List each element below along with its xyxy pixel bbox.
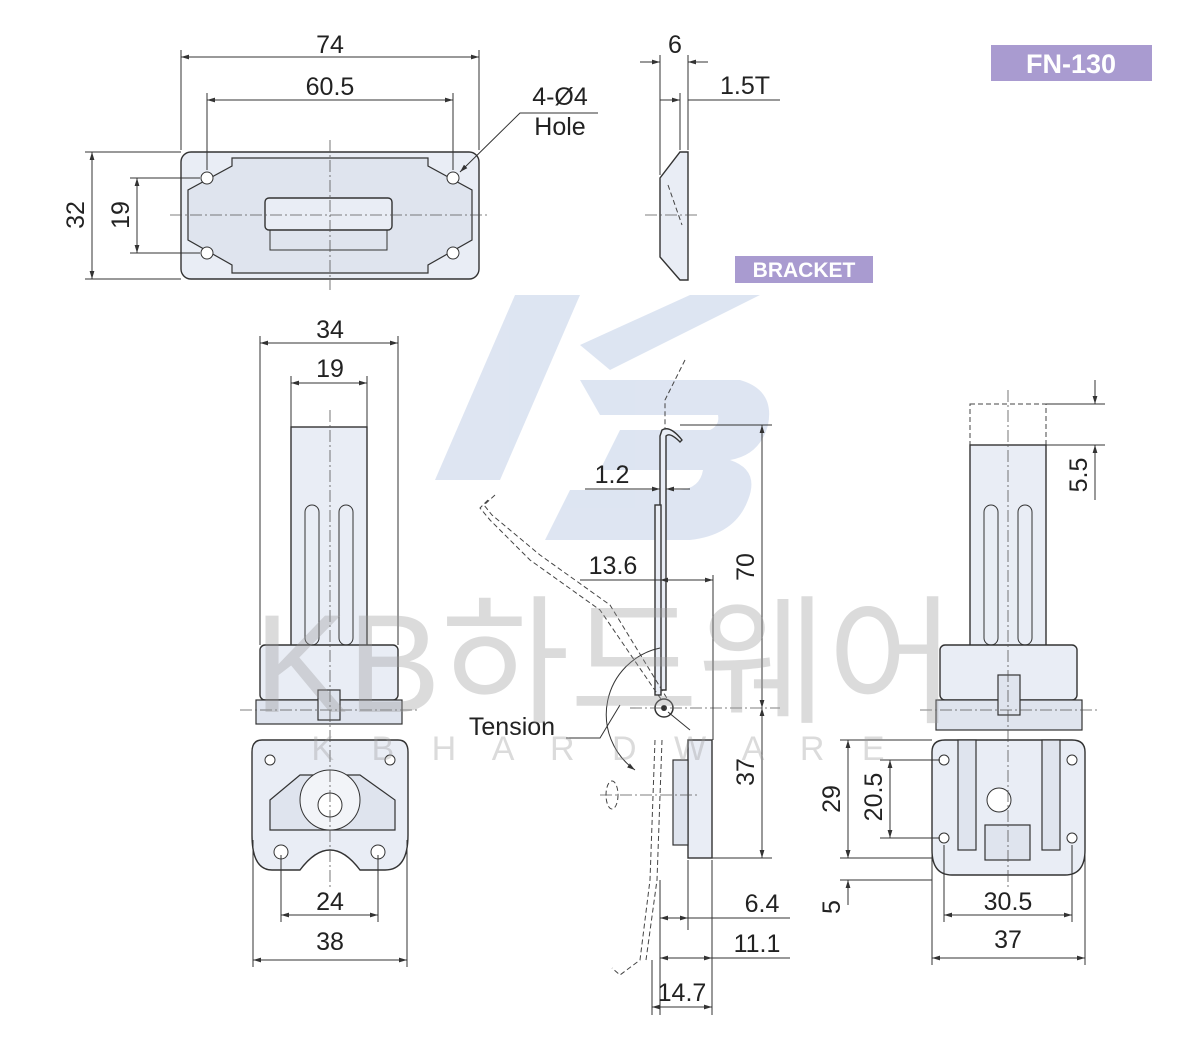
watermark-brand-english: K B H A R D W A R E <box>311 730 898 768</box>
dim-d1: 6.4 <box>745 890 780 918</box>
dim-slot-width: 19 <box>316 355 344 383</box>
dim-width-rear: 37 <box>994 926 1022 954</box>
mounting-hole <box>200 171 460 260</box>
dim-thickness: 1.2 <box>595 461 630 489</box>
watermark-brand-korean: KB하드웨어 <box>254 585 956 742</box>
dim-bracket-depth: 6 <box>668 31 682 59</box>
bracket-side-view: 6 1.5T <box>640 31 780 281</box>
dim-hole-pitch-y-rear: 20.5 <box>860 773 888 822</box>
dim-lower-length: 37 <box>732 758 760 786</box>
bracket-label: BRACKET <box>753 259 856 282</box>
dim-height: 32 <box>62 201 90 229</box>
dim-d2: 11.1 <box>734 930 781 958</box>
model-code: FN-130 <box>1026 49 1116 79</box>
dim-strip-width: 34 <box>316 316 344 344</box>
dim-bottom-offset: 5 <box>818 900 846 914</box>
latch-side-view: Tension 1.2 13.6 70 37 6.4 11.1 14.7 <box>469 359 790 1015</box>
model-badge: FN-130 <box>991 45 1152 81</box>
dim-hole-pitch-x: 60.5 <box>306 73 355 101</box>
tension-label: Tension <box>469 713 555 741</box>
hole-note: 4-Ø4 <box>532 83 588 111</box>
dim-base-hole-pitch: 24 <box>316 888 344 916</box>
latch-rear-view: 5.5 29 20.5 5 30.5 37 <box>818 380 1105 965</box>
dim-hole-pitch-x-rear: 30.5 <box>984 888 1033 916</box>
bracket-badge: BRACKET <box>735 256 873 283</box>
dim-height-total: 29 <box>818 785 846 813</box>
dim-width: 74 <box>316 31 344 59</box>
dim-hole-pitch-y: 19 <box>107 201 135 229</box>
dim-top-offset: 5.5 <box>1065 458 1093 493</box>
kb-logo-watermark <box>435 295 770 540</box>
dim-bracket-thickness: 1.5T <box>720 72 770 100</box>
latch-front-view: 34 19 24 38 <box>240 316 420 967</box>
bracket-top-view: 74 60.5 4-Ø4 Hole 32 19 <box>62 31 598 290</box>
dim-d3: 14.7 <box>658 979 707 1007</box>
dim-upper-length: 70 <box>732 553 760 581</box>
hole-note-label: Hole <box>534 113 585 141</box>
dim-base-width: 38 <box>316 928 344 956</box>
dim-offset: 13.6 <box>589 552 638 580</box>
